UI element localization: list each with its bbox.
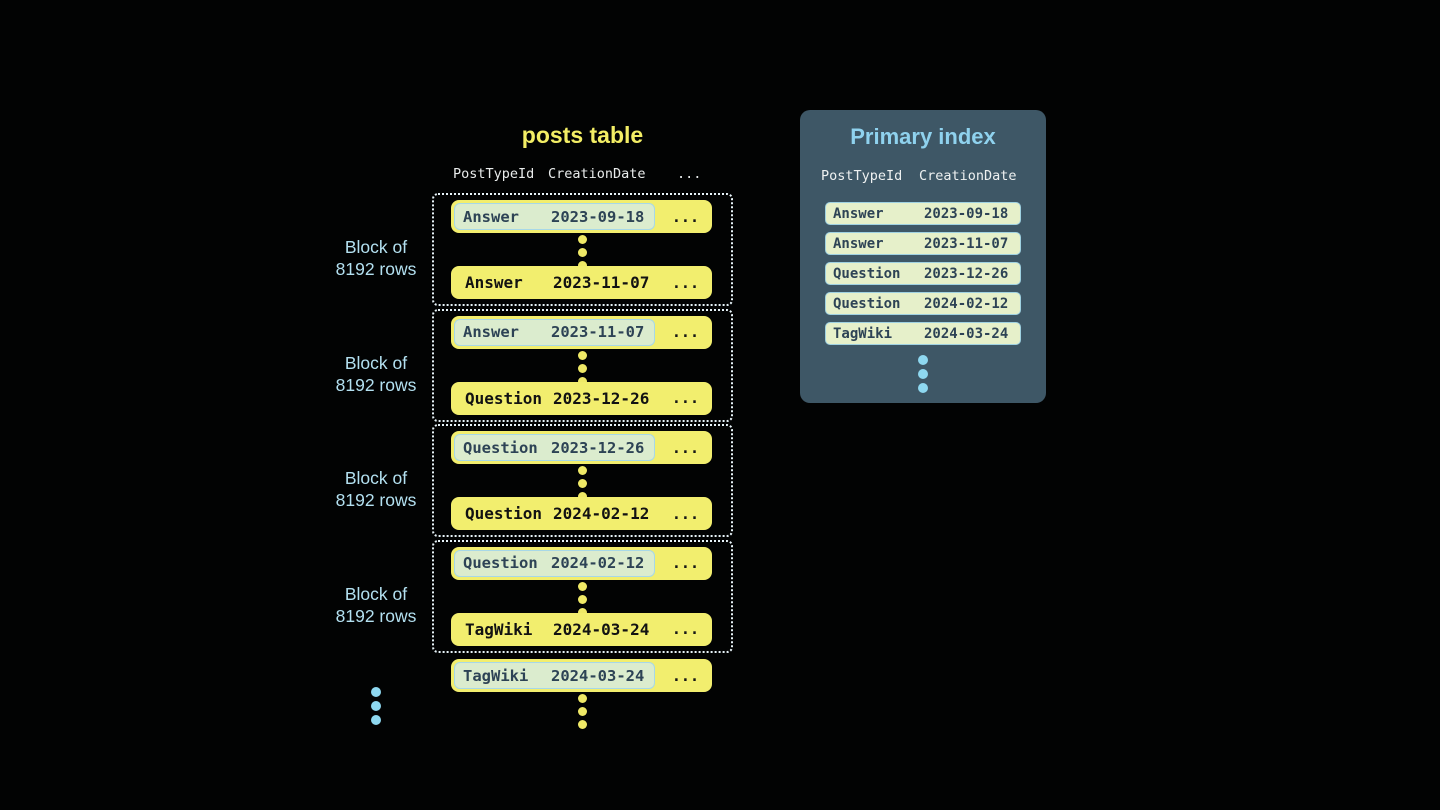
post-type-cell: TagWiki xyxy=(833,325,893,342)
post-type-cell: Question xyxy=(833,295,901,312)
row-block-4: Question 2024-02-12 ... TagWiki 2024-03-… xyxy=(432,539,733,653)
block-label-line1: Block of xyxy=(344,353,408,373)
more-columns-ellipsis: ... xyxy=(671,323,699,341)
block-label-line1: Block of xyxy=(344,237,408,257)
column-header-posttypeid: PostTypeId xyxy=(821,168,903,184)
vertical-ellipsis-icon xyxy=(432,694,733,729)
creation-date-cell: 2024-02-12 xyxy=(551,554,645,572)
block-first-row: Question 2024-02-12 ... xyxy=(451,546,712,580)
creation-date-cell: 2023-11-07 xyxy=(553,273,650,292)
creation-date-cell: 2024-03-24 xyxy=(551,666,645,685)
post-type-cell: Answer xyxy=(833,235,884,252)
row-values: Question 2023-12-26 xyxy=(456,389,658,408)
vertical-ellipsis-icon xyxy=(434,235,731,270)
row-values: Question 2024-02-12 xyxy=(456,504,658,523)
block-last-row: Answer 2023-11-07 ... xyxy=(451,266,712,299)
block-label-line1: Block of xyxy=(344,468,408,488)
block-first-row: Answer 2023-11-07 ... xyxy=(451,315,712,349)
index-entry: Question 2023-12-26 xyxy=(825,262,1021,285)
block-last-row: Question 2024-02-12 ... xyxy=(451,497,712,530)
block-label-line2: 8192 rows xyxy=(335,375,417,395)
vertical-ellipsis-icon xyxy=(434,466,731,501)
post-type-cell: TagWiki xyxy=(463,666,529,685)
post-type-cell: Answer xyxy=(463,323,519,341)
column-header-creationdate: CreationDate xyxy=(919,168,1017,184)
posts-table-title: posts table xyxy=(521,122,644,148)
primary-index-rows: Answer 2023-09-18 Answer 2023-11-07 Ques… xyxy=(800,202,1046,352)
posts-table-blocks: Answer 2023-09-18 ... Answer 2023-11-07 … xyxy=(432,193,733,655)
index-entry: Question 2024-02-12 xyxy=(825,292,1021,315)
posts-table-column-headers: PostTypeId CreationDate ... xyxy=(432,166,733,184)
block-label-2: Block of 8192 rows xyxy=(300,352,452,396)
more-columns-ellipsis: ... xyxy=(671,207,699,226)
index-entry: Answer 2023-11-07 xyxy=(825,232,1021,255)
column-header-creationdate: CreationDate xyxy=(548,166,646,182)
primary-index-panel: Primary index PostTypeId CreationDate An… xyxy=(800,110,1046,403)
creation-date-cell: 2023-12-26 xyxy=(924,265,1009,282)
creation-date-cell: 2024-03-24 xyxy=(553,619,650,639)
block-first-row: Question 2023-12-26 ... xyxy=(451,431,712,464)
creation-date-cell: 2023-12-26 xyxy=(553,388,650,408)
post-type-cell: Question xyxy=(465,504,543,523)
more-entries-ellipsis-icon xyxy=(800,355,1046,393)
row-block-3: Question 2023-12-26 ... Question 2024-02… xyxy=(432,424,733,537)
index-entry: Answer 2023-09-18 xyxy=(825,202,1021,225)
indexed-row-highlight: Answer 2023-11-07 xyxy=(454,318,655,346)
vertical-ellipsis-icon xyxy=(434,581,731,617)
more-blocks-ellipsis-icon xyxy=(366,687,386,725)
post-type-cell: Question xyxy=(463,438,538,457)
creation-date-cell: 2023-09-18 xyxy=(551,207,645,226)
row-block-1: Answer 2023-09-18 ... Answer 2023-11-07 … xyxy=(432,193,733,306)
column-header-more-columns: ... xyxy=(677,166,702,182)
column-header-posttypeid: PostTypeId xyxy=(453,166,535,182)
more-columns-ellipsis: ... xyxy=(671,438,699,457)
creation-date-cell: 2023-11-07 xyxy=(551,323,645,341)
more-columns-ellipsis: ... xyxy=(671,504,699,523)
more-columns-ellipsis: ... xyxy=(671,620,699,638)
block-label-line1: Block of xyxy=(344,584,408,604)
block-label-3: Block of 8192 rows xyxy=(300,467,452,511)
post-type-cell: Answer xyxy=(463,207,519,226)
block-label-line2: 8192 rows xyxy=(335,259,417,279)
row-values: Answer 2023-11-07 xyxy=(456,273,658,292)
post-type-cell: Answer xyxy=(833,205,884,222)
post-type-cell: Question xyxy=(833,265,901,282)
post-type-cell: Question xyxy=(465,388,543,408)
next-block-first-row: TagWiki 2024-03-24 ... xyxy=(451,659,712,692)
more-columns-ellipsis: ... xyxy=(671,666,699,685)
row-block-2: Answer 2023-11-07 ... Question 2023-12-2… xyxy=(432,308,733,422)
creation-date-cell: 2023-12-26 xyxy=(551,438,645,457)
post-type-cell: Question xyxy=(463,554,538,572)
block-last-row: Question 2023-12-26 ... xyxy=(451,381,712,415)
indexed-row-highlight: Question 2024-02-12 xyxy=(454,549,655,577)
more-columns-ellipsis: ... xyxy=(671,554,699,572)
post-type-cell: Answer xyxy=(465,273,523,292)
block-first-row: Answer 2023-09-18 ... xyxy=(451,200,712,233)
creation-date-cell: 2024-02-12 xyxy=(553,504,650,523)
row-values: TagWiki 2024-03-24 xyxy=(456,620,658,639)
primary-index-column-headers: PostTypeId CreationDate xyxy=(800,168,1046,186)
vertical-ellipsis-icon xyxy=(434,350,731,386)
primary-index-title: Primary index xyxy=(850,124,996,149)
block-label-line2: 8192 rows xyxy=(335,490,417,510)
indexed-row-highlight: TagWiki 2024-03-24 xyxy=(454,662,655,689)
block-label-line2: 8192 rows xyxy=(335,606,417,626)
indexed-row-highlight: Question 2023-12-26 xyxy=(454,434,655,461)
index-entry: TagWiki 2024-03-24 xyxy=(825,322,1021,345)
indexed-row-highlight: Answer 2023-09-18 xyxy=(454,203,655,230)
creation-date-cell: 2023-09-18 xyxy=(924,205,1009,222)
block-label-1: Block of 8192 rows xyxy=(300,236,452,280)
block-last-row: TagWiki 2024-03-24 ... xyxy=(451,612,712,646)
block-label-4: Block of 8192 rows xyxy=(300,583,452,627)
creation-date-cell: 2024-03-24 xyxy=(924,325,1009,342)
more-columns-ellipsis: ... xyxy=(671,273,699,292)
more-columns-ellipsis: ... xyxy=(671,389,699,407)
creation-date-cell: 2024-02-12 xyxy=(924,295,1009,312)
creation-date-cell: 2023-11-07 xyxy=(924,235,1009,252)
post-type-cell: TagWiki xyxy=(465,619,533,639)
